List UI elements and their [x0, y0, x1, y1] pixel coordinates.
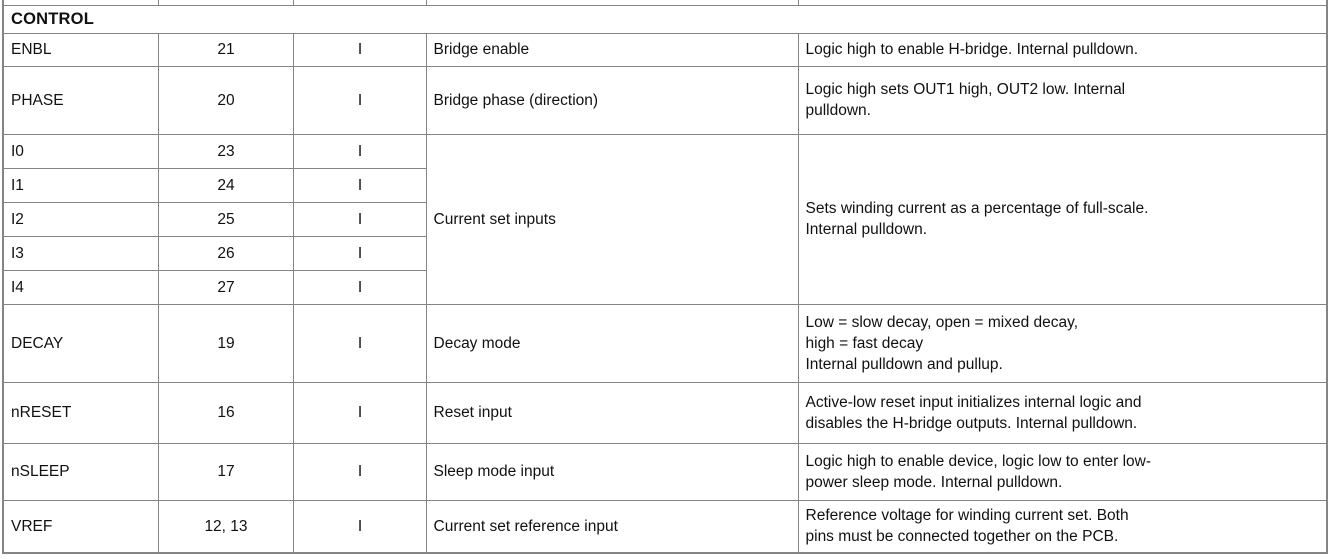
pin-detail-cell: Logic high sets OUT1 high, OUT2 low. Int… — [797, 65, 1328, 135]
pin-description-cell-merged: Current set inputs — [425, 133, 799, 305]
pin-type-cell: I — [292, 442, 427, 501]
table-row-i4: I4 27 I — [2, 269, 1327, 305]
table-row-decay: DECAY 19 I Decay mode Low = slow decay, … — [2, 303, 1328, 383]
pin-name-cell: I2 — [2, 201, 159, 237]
table-row-i0: I0 23 I Current set inputs Sets winding … — [2, 133, 1328, 305]
pin-number-cell: 27 — [157, 269, 294, 305]
pin-type-cell: I — [292, 235, 427, 271]
pin-type-cell: I — [292, 269, 427, 305]
pin-detail-cell: Logic high to enable device, logic low t… — [797, 442, 1328, 501]
pin-number-cell: 26 — [157, 235, 294, 271]
table-row-i1: I1 24 I — [2, 167, 1327, 203]
pin-number-cell: 16 — [157, 381, 294, 444]
pin-description-cell: Bridge enable — [425, 32, 799, 67]
pin-number-cell: 17 — [157, 442, 294, 501]
pin-name-cell: nSLEEP — [2, 442, 159, 501]
pin-type-cell: I — [292, 32, 427, 67]
pin-description-cell: Decay mode — [425, 303, 799, 383]
pin-description-cell: Bridge phase (direction) — [425, 65, 799, 135]
pin-type-cell: I — [292, 167, 427, 203]
table-row-i3: I3 26 I — [2, 235, 1327, 271]
pin-description-cell: Sleep mode input — [425, 442, 799, 501]
table-row-partial-previous — [2, 0, 1328, 6]
pin-type-cell: I — [292, 65, 427, 135]
pin-number-cell: 24 — [157, 167, 294, 203]
pin-detail-cell: Low = slow decay, open = mixed decay, hi… — [797, 303, 1328, 383]
pin-description-cell: Current set reference input — [425, 499, 799, 554]
pin-detail-cell: Reference voltage for winding current se… — [797, 499, 1328, 554]
pin-name-cell: I4 — [2, 269, 159, 305]
pin-name-cell: nRESET — [2, 381, 159, 444]
pin-detail-cell-merged: Sets winding current as a percentage of … — [797, 133, 1328, 305]
pin-description-cell: Reset input — [425, 381, 799, 444]
section-header: CONTROL — [2, 4, 1328, 34]
pin-name-cell: PHASE — [2, 65, 159, 135]
pin-name-cell: I1 — [2, 167, 159, 203]
pin-name-cell: DECAY — [2, 303, 159, 383]
table-row-vref: VREF 12, 13 I Current set reference inpu… — [2, 499, 1328, 554]
table-row-nsleep: nSLEEP 17 I Sleep mode input Logic high … — [2, 442, 1328, 501]
pin-detail-cell: Logic high to enable H-bridge. Internal … — [797, 32, 1328, 67]
table-row-phase: PHASE 20 I Bridge phase (direction) Logi… — [2, 65, 1328, 135]
pin-number-cell: 19 — [157, 303, 294, 383]
pin-number-cell: 21 — [157, 32, 294, 67]
pin-name-cell: I3 — [2, 235, 159, 271]
pin-type-cell: I — [292, 133, 427, 169]
section-header-row: CONTROL — [2, 4, 1328, 34]
pin-type-cell: I — [292, 381, 427, 444]
pin-type-cell: I — [292, 303, 427, 383]
pin-number-cell: 20 — [157, 65, 294, 135]
pin-name-cell: VREF — [2, 499, 159, 554]
table-row-enbl: ENBL 21 I Bridge enable Logic high to en… — [2, 32, 1328, 67]
pin-type-cell: I — [292, 201, 427, 237]
pin-name-cell: I0 — [2, 133, 159, 169]
pin-detail-cell: Active-low reset input initializes inter… — [797, 381, 1328, 444]
pin-number-cell: 12, 13 — [157, 499, 294, 554]
pin-name-cell: ENBL — [2, 32, 159, 67]
pin-type-cell: I — [292, 499, 427, 554]
table-row-nreset: nRESET 16 I Reset input Active-low reset… — [2, 381, 1328, 444]
pin-number-cell: 23 — [157, 133, 294, 169]
pin-number-cell: 25 — [157, 201, 294, 237]
